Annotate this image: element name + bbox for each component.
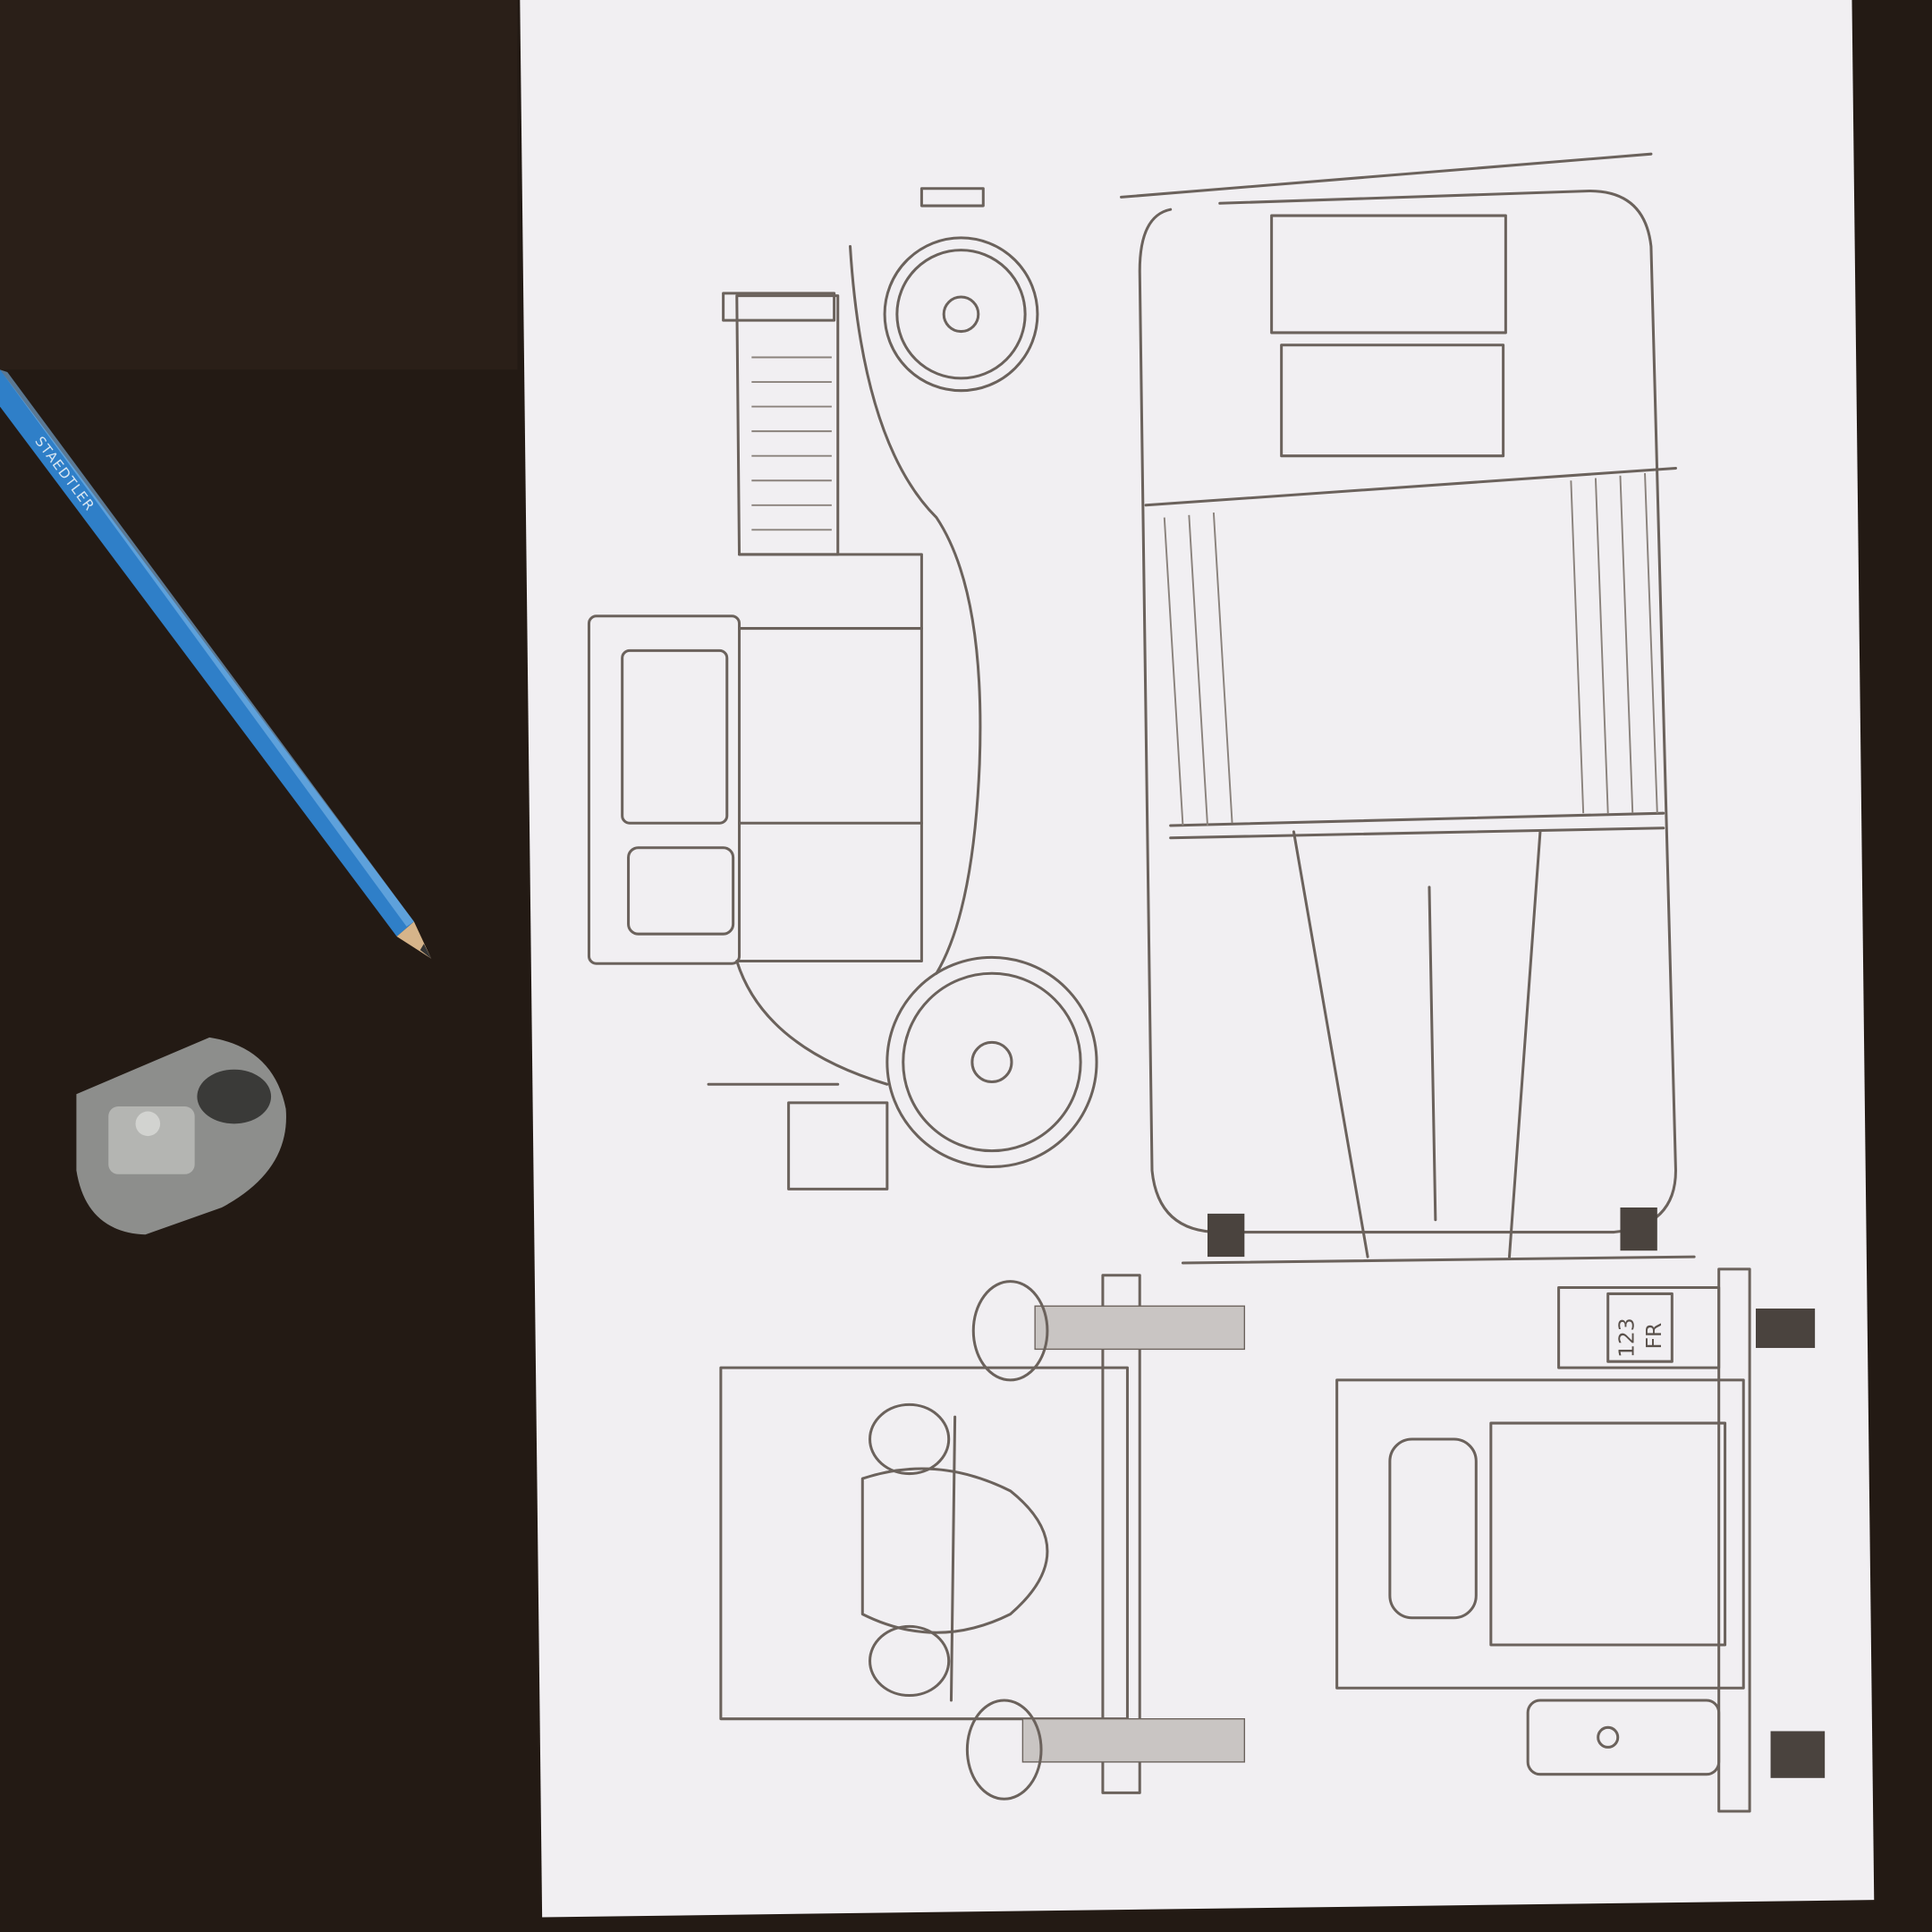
- pencil-sharpener: [76, 1037, 286, 1235]
- license-plate-number: 123: [1614, 1318, 1640, 1358]
- car-top-view-sketch: [1120, 152, 1696, 1265]
- car-front-view-sketch: [719, 1274, 1246, 1801]
- car-side-view-sketch: [587, 187, 1098, 1191]
- car-rear-view-sketch: 123 FR: [1335, 1267, 1826, 1813]
- license-plate-country: FR: [1641, 1323, 1666, 1350]
